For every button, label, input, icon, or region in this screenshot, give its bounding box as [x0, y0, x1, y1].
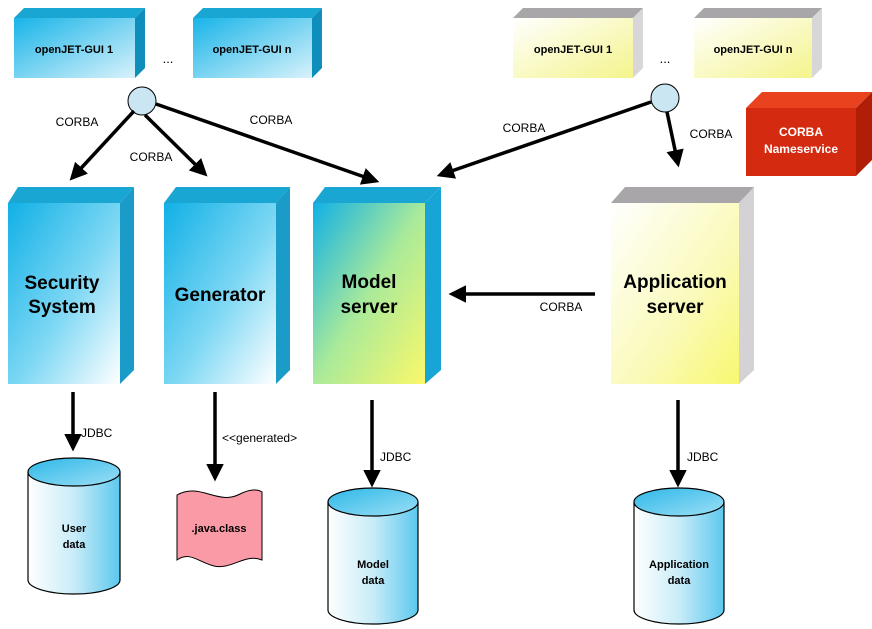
nameservice-line2: Nameservice — [764, 142, 838, 156]
gui-left-n-label: openJET-GUI n — [213, 44, 292, 56]
label-corba-security: CORBA — [56, 115, 99, 129]
label-corba-model: CORBA — [250, 113, 293, 127]
gui-left-ellipsis: ... — [163, 51, 174, 66]
modeldata-line2: data — [362, 575, 386, 587]
java-class-label: .java.class — [191, 523, 246, 535]
application-server-box: Application server — [611, 187, 754, 384]
model-line2: server — [340, 297, 398, 318]
security-line2: System — [28, 297, 96, 318]
java-class-document: .java.class — [176, 489, 263, 568]
gui-left-n-box: openJET-GUI n — [193, 8, 322, 78]
gui-right-1-label: openJET-GUI 1 — [534, 44, 612, 56]
modeldata-line1: Model — [357, 559, 389, 571]
bottom-arrows — [64, 392, 687, 488]
gui-right-n-label: openJET-GUI n — [714, 44, 793, 56]
label-corba-right-model: CORBA — [503, 121, 546, 135]
label-jdbc-app: JDBC — [687, 450, 719, 464]
nameservice-line1: CORBA — [779, 125, 823, 139]
user-data-cylinder: User data — [27, 457, 121, 595]
corba-nameservice-box: CORBA Nameservice — [746, 92, 872, 176]
gui-right-ellipsis: ... — [660, 51, 671, 66]
label-jdbc-user: JDBC — [81, 426, 113, 440]
appdata-line1: Application — [649, 559, 709, 571]
corba-arrows-top — [69, 100, 684, 185]
generator-line1: Generator — [175, 285, 266, 306]
hub-right-icon — [650, 83, 680, 113]
application-line1: Application — [623, 272, 726, 293]
gui-left-1-label: openJET-GUI 1 — [35, 44, 113, 56]
label-corba-right-app: CORBA — [690, 127, 733, 141]
application-data-cylinder: Application data — [633, 487, 725, 625]
model-data-cylinder: Model data — [327, 487, 419, 625]
gui-left-1-box: openJET-GUI 1 — [14, 8, 145, 78]
userdata-line1: User — [62, 523, 87, 535]
arrow-hubright-to-appserver — [665, 111, 684, 168]
arrow-hub-to-security — [69, 109, 136, 181]
label-corba-generator: CORBA — [130, 150, 173, 164]
label-generated: <<generated> — [222, 431, 297, 445]
security-system-box: Security System — [8, 187, 134, 384]
gui-right-1-box: openJET-GUI 1 — [513, 8, 643, 78]
security-line1: Security — [25, 273, 100, 294]
generator-box: Generator — [164, 187, 290, 384]
userdata-line2: data — [63, 539, 87, 551]
model-server-box: Model server — [313, 187, 441, 384]
arrow-hub-to-generator — [143, 113, 208, 177]
arrow-hubright-to-model — [436, 100, 652, 179]
label-jdbc-model: JDBC — [380, 450, 412, 464]
arrow-hub-to-model — [155, 102, 380, 185]
hub-left-icon — [127, 86, 157, 116]
gui-right-n-box: openJET-GUI n — [694, 8, 822, 78]
label-corba-app-model: CORBA — [540, 300, 583, 314]
application-line2: server — [646, 297, 704, 318]
appdata-line2: data — [668, 575, 692, 587]
model-line1: Model — [342, 272, 397, 293]
